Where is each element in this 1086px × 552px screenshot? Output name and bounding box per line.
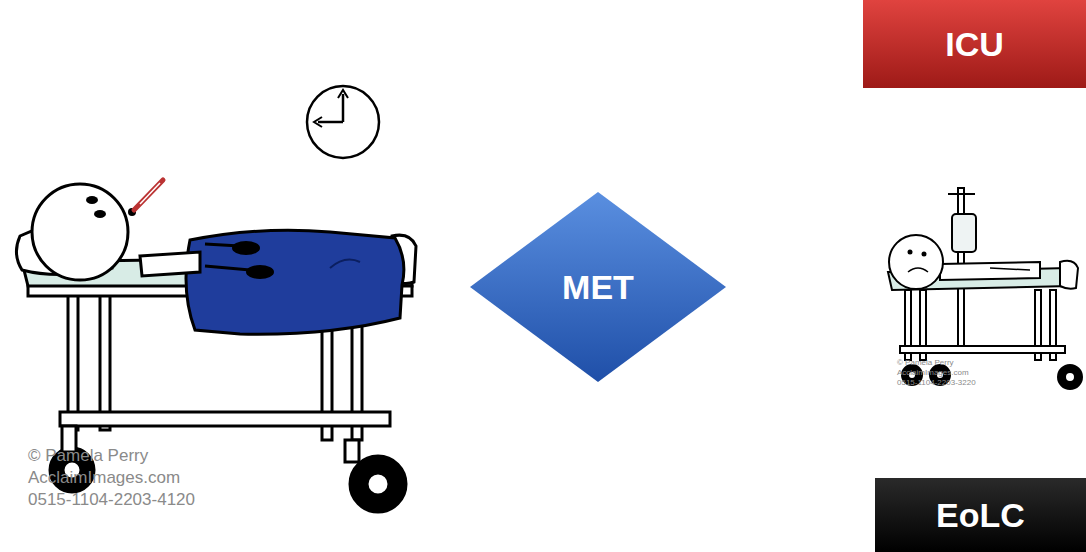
status-box: EoLC [875, 478, 1086, 552]
watermark: 0515-1104-2203-3220 [897, 378, 976, 387]
watermark: AcclaimImages.com [28, 468, 180, 488]
node-label: ICU [945, 25, 1004, 64]
watermark: © Pamela Perry [28, 446, 148, 466]
status-box: ICU [863, 0, 1086, 88]
large-patient-gurney [16, 180, 416, 512]
watermark: 0515-1104-2203-4120 [28, 490, 195, 510]
watermark: AcclaimImages.com [897, 368, 969, 377]
node-label: EoLC [936, 496, 1025, 535]
node-label: MET [562, 268, 634, 307]
clock-symbol [307, 86, 379, 158]
small-patient-gurney [888, 188, 1082, 389]
decision-diamond: MET [470, 192, 726, 382]
watermark: © Pamela Perry [897, 358, 954, 367]
